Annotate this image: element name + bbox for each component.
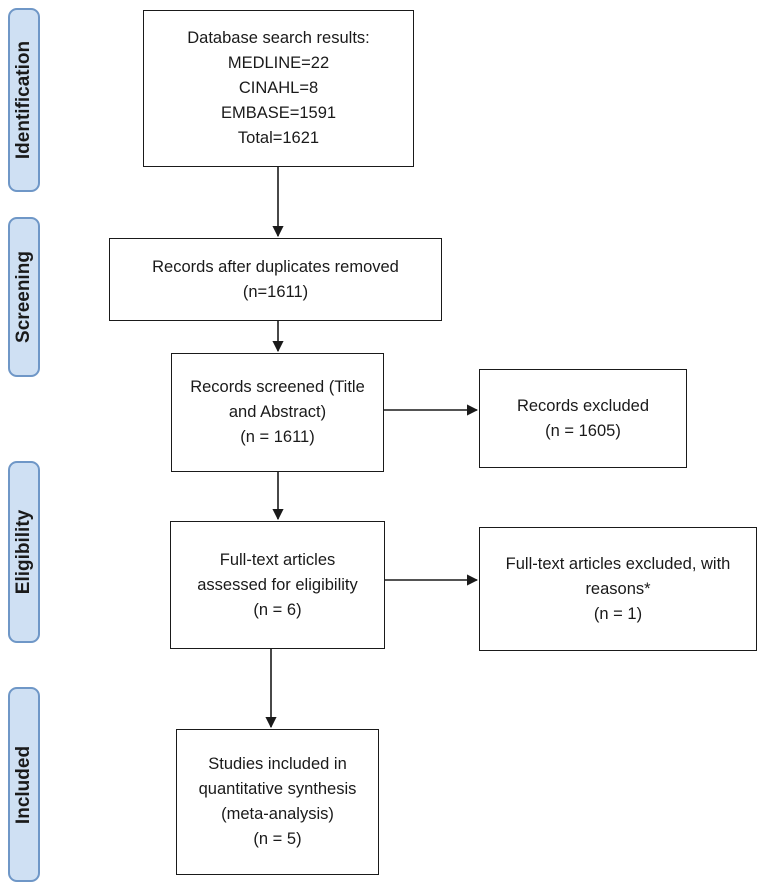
box-studies-included: Studies included in quantitative synthes… — [176, 729, 379, 875]
box-duplicates-removed: Records after duplicates removed (n=1611… — [109, 238, 442, 321]
stage-identification: Identification — [8, 8, 40, 192]
box-database-search-line: Database search results: — [187, 29, 370, 47]
box-studies-included-line: quantitative synthesis — [198, 780, 357, 798]
box-duplicates-removed-line: (n=1611) — [242, 282, 309, 301]
box-records-excluded-line: (n = 1605) — [545, 421, 621, 440]
box-fulltext-assessed-line: Full-text articles — [219, 550, 336, 569]
box-studies-included-line: (n = 5) — [253, 830, 302, 848]
stage-included: Included — [8, 687, 40, 882]
box-fulltext-excluded-line: reasons* — [585, 579, 651, 598]
stage-eligibility: Eligibility — [8, 461, 40, 643]
box-records-excluded-line: Records excluded — [516, 396, 650, 415]
box-fulltext-assessed-line: assessed for eligibility — [197, 575, 358, 594]
box-records-screened: Records screened (Title and Abstract) (n… — [171, 353, 384, 472]
box-studies-included-line: (meta-analysis) — [221, 805, 334, 823]
box-fulltext-assessed-line: (n = 6) — [253, 600, 302, 619]
box-duplicates-removed-line: Records after duplicates removed — [152, 257, 399, 276]
box-records-excluded: Records excluded (n = 1605) — [479, 369, 687, 468]
box-records-screened-line: (n = 1611) — [240, 428, 315, 446]
box-database-search-line: MEDLINE=22 — [227, 54, 330, 72]
box-database-search-line: EMBASE=1591 — [220, 104, 337, 122]
box-fulltext-excluded-line: (n = 1) — [593, 604, 643, 623]
box-fulltext-excluded-line: Full-text articles excluded, with — [505, 554, 731, 573]
box-records-screened-line: and Abstract) — [228, 403, 327, 421]
box-database-search-line: CINAHL=8 — [238, 79, 319, 97]
box-database-search-line: Total=1621 — [237, 129, 320, 147]
stage-screening: Screening — [8, 217, 40, 377]
box-records-screened-line: Records screened (Title — [190, 378, 365, 396]
box-fulltext-excluded: Full-text articles excluded, with reason… — [479, 527, 757, 651]
box-studies-included-line: Studies included in — [208, 755, 347, 773]
box-database-search: Database search results: MEDLINE=22 CINA… — [143, 10, 414, 167]
box-fulltext-assessed: Full-text articles assessed for eligibil… — [170, 521, 385, 649]
